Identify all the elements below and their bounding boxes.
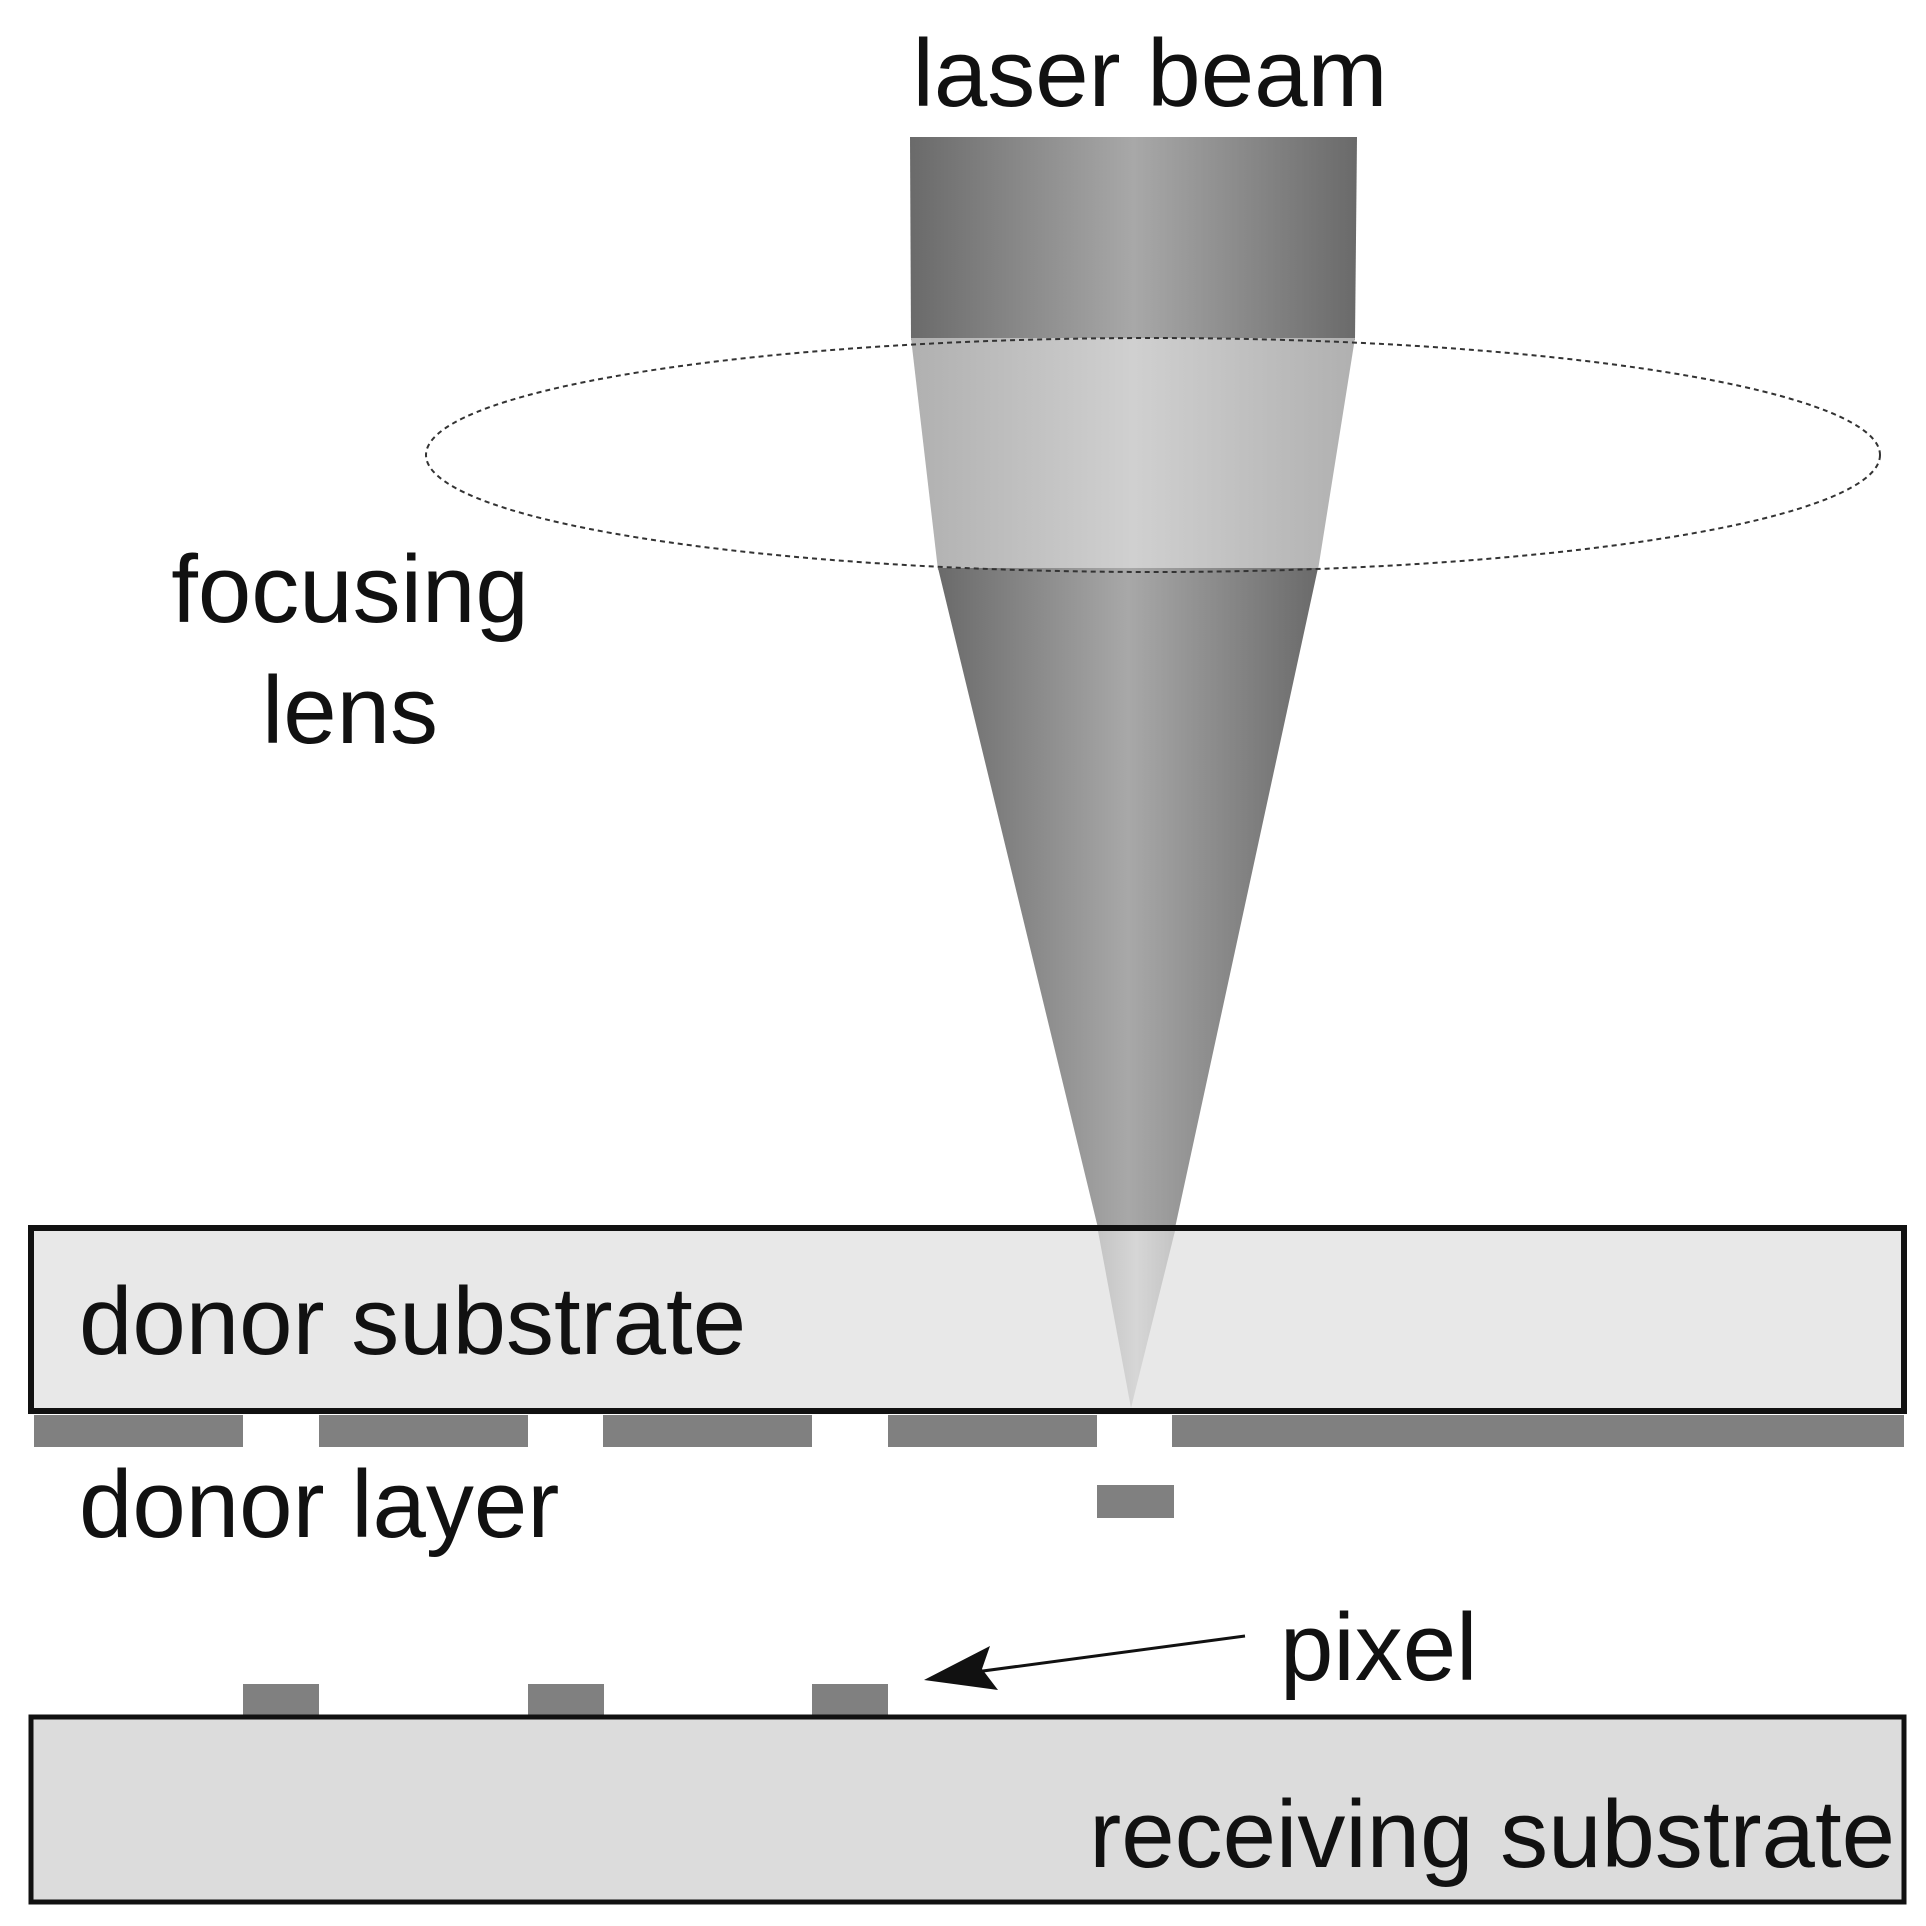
donor-layer-segment: [1172, 1415, 1904, 1447]
pixel-label: pixel: [1280, 1594, 1477, 1701]
transferring-pixel: [1097, 1485, 1174, 1518]
laser-beam-label: laser beam: [913, 20, 1388, 127]
deposited-pixel: [528, 1684, 604, 1717]
focusing-lens-label-line1: focusing: [171, 536, 529, 643]
focusing-lens-icon: [425, 337, 1881, 573]
laser-beam-in-lens: [911, 338, 1355, 570]
receiving-substrate: [28, 1714, 1907, 1905]
focusing-lens-label-line2: lens: [262, 657, 438, 764]
arrowhead-icon: [924, 1646, 998, 1690]
donor-layer: [34, 1415, 1904, 1447]
receiving-substrate-label: receiving substrate: [1089, 1781, 1895, 1888]
donor-layer-segment: [888, 1415, 1097, 1447]
donor-layer-label: donor layer: [79, 1451, 559, 1558]
deposited-pixel: [812, 1684, 888, 1717]
deposited-pixel: [243, 1684, 319, 1717]
donor-layer-segment: [34, 1415, 243, 1447]
donor-layer-segment: [603, 1415, 812, 1447]
laser-beam-upper: [910, 137, 1357, 340]
donor-layer-segment: [319, 1415, 528, 1447]
donor-substrate: [28, 1225, 1907, 1414]
laser-beam-tip: [1098, 1231, 1175, 1408]
donor-substrate-label: donor substrate: [79, 1268, 746, 1375]
pixel-pointer-arrow: [937, 1634, 1246, 1679]
laser-beam-cone: [938, 568, 1318, 1228]
